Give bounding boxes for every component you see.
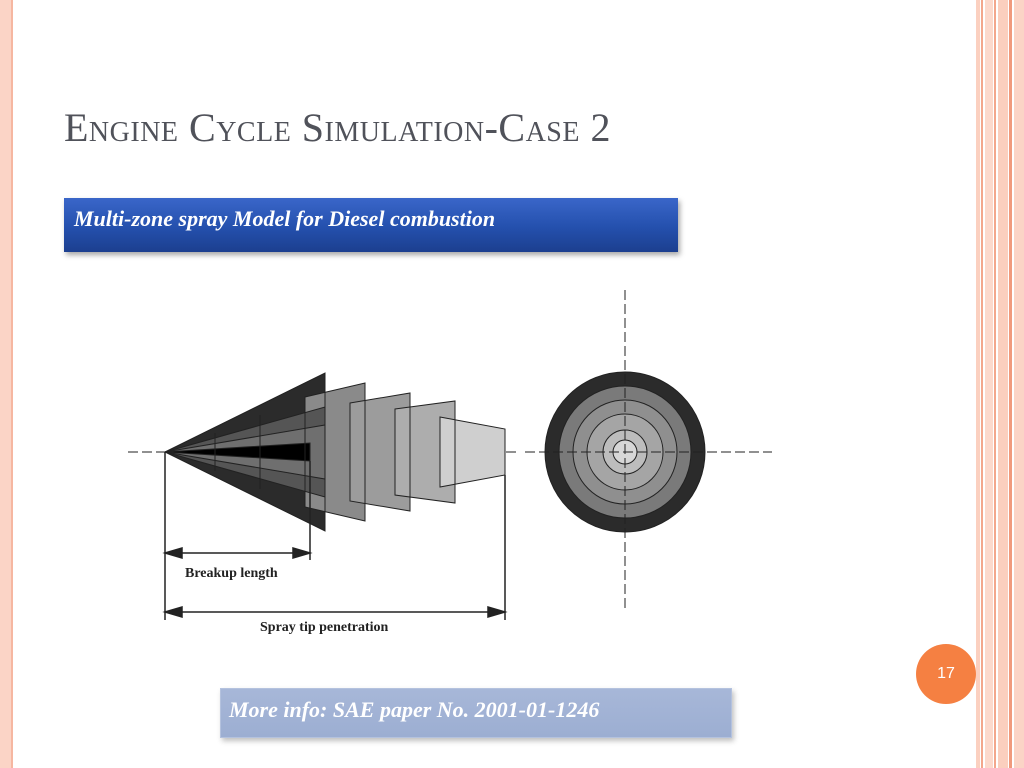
spray-model-diagram: Breakup length Spray tip penetration [128, 290, 772, 635]
subtitle-text: Multi-zone spray Model for Diesel combus… [74, 206, 496, 231]
info-banner: More info: SAE paper No. 2001-01-1246 [220, 688, 732, 738]
right-border-decoration [976, 0, 1024, 768]
info-text: More info: SAE paper No. 2001-01-1246 [229, 697, 600, 722]
dimension-lines [162, 452, 508, 620]
spray-tip-penetration-label: Spray tip penetration [260, 620, 389, 635]
left-border-decoration [0, 0, 13, 768]
subtitle-banner: Multi-zone spray Model for Diesel combus… [64, 198, 678, 252]
page-number-badge: 17 [916, 644, 976, 704]
slide-title: Engine Cycle Simulation-Case 2 [64, 105, 611, 150]
page-number: 17 [937, 665, 955, 682]
breakup-length-label: Breakup length [185, 566, 278, 581]
spray-plume [163, 372, 506, 532]
